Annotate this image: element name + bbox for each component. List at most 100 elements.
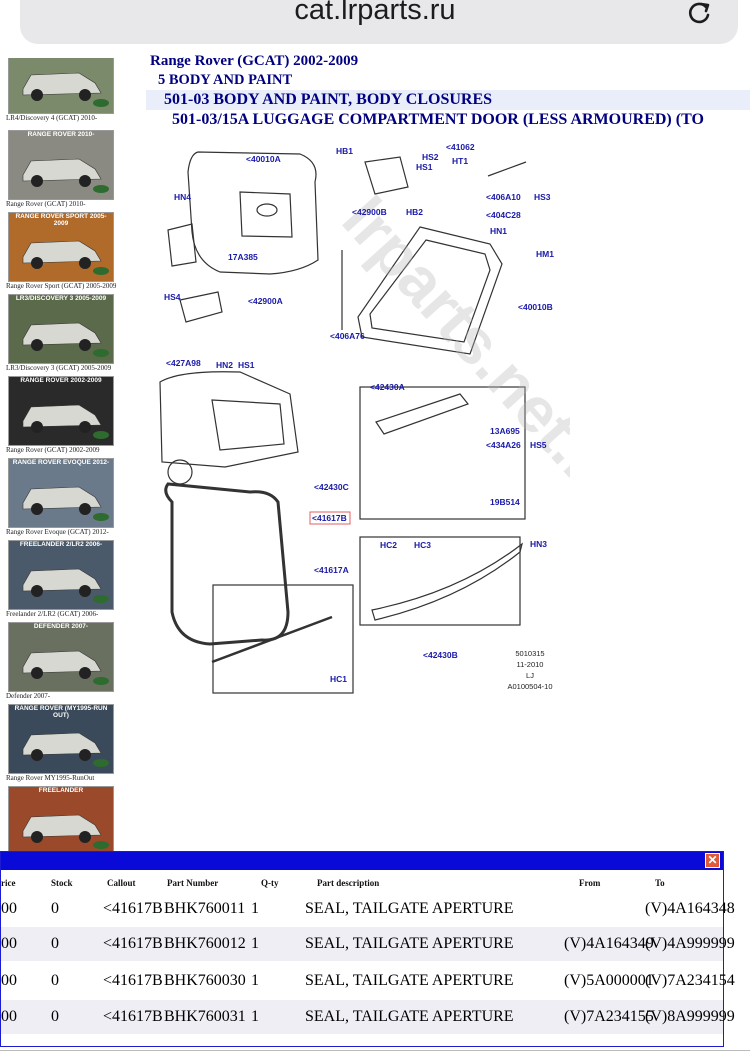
thumbnail-banner: RANGE ROVER (MY1995-RUN OUT) (14, 705, 108, 719)
sidebar-item-label[interactable]: Defender 2007- (6, 692, 51, 700)
diagram-callout[interactable]: <406A10 (486, 192, 521, 202)
model-thumbnail[interactable]: RANGE ROVER 2010- (8, 130, 114, 200)
cell-description: SEAL, TAILGATE APERTURE (305, 1008, 514, 1025)
thumbnail-banner: LR3/DISCOVERY 3 2005-2009 (15, 295, 107, 302)
cell-qty: 1 (251, 1008, 259, 1025)
diagram-callout[interactable]: HC2 (380, 540, 397, 550)
model-thumbnail[interactable]: RANGE ROVER SPORT 2005-2009 (8, 212, 114, 282)
diagram-callout[interactable]: <40010B (518, 302, 553, 312)
address-bar[interactable] (20, 0, 738, 44)
diagram-callout[interactable]: HS5 (530, 440, 547, 450)
col-header-qty: Q-ty (261, 878, 279, 888)
diagram-callout[interactable]: <427A98 (166, 358, 201, 368)
cell-price: 00 (1, 1008, 17, 1025)
model-thumbnail[interactable]: RANGE ROVER 2002-2009 (8, 376, 114, 446)
diagram-callout[interactable]: HB1 (336, 146, 353, 156)
model-thumbnail[interactable]: FREELANDER (8, 786, 114, 853)
model-thumbnail[interactable]: RANGE ROVER EVOQUE 2012- (8, 458, 114, 528)
diagram-callout[interactable]: <404C28 (486, 210, 521, 220)
diagram-callout[interactable]: HN4 (174, 192, 191, 202)
diagram-callout[interactable]: <41617A (314, 565, 349, 575)
sidebar-item-rr-2002[interactable]: RANGE ROVER 2002-2009 Range Rover (GCAT)… (6, 376, 128, 456)
cell-from: (V)5A000001 (564, 972, 654, 989)
diagram-callout[interactable]: HS1 (238, 360, 255, 370)
land-rover-logo-icon (93, 595, 109, 603)
table-row[interactable]: 00 0 <41617B BHK760011 1 SEAL, TAILGATE … (1, 892, 735, 926)
diagram-callout[interactable]: HN2 (216, 360, 233, 370)
diagram-callout[interactable]: HT1 (452, 156, 468, 166)
sidebar-item-rr-sport[interactable]: RANGE ROVER SPORT 2005-2009 Range Rover … (6, 212, 128, 292)
sidebar-item-freelander2[interactable]: FREELANDER 2/LR2 2006- Freelander 2/LR2 … (6, 540, 128, 620)
diagram-callout[interactable]: HC1 (330, 674, 347, 684)
land-rover-logo-icon (93, 513, 109, 521)
diagram-callout[interactable]: HN3 (530, 539, 547, 549)
sidebar-item-rr-1995[interactable]: RANGE ROVER (MY1995-RUN OUT) Range Rover… (6, 704, 128, 784)
model-thumbnail[interactable]: RANGE ROVER (MY1995-RUN OUT) (8, 704, 114, 774)
table-row[interactable]: 00 0 <41617B BHK760030 1 SEAL, TAILGATE … (1, 964, 735, 998)
sidebar-item-evoque[interactable]: RANGE ROVER EVOQUE 2012- Range Rover Evo… (6, 458, 128, 538)
diagram-callout[interactable]: <42900B (352, 207, 387, 217)
diagram-callout[interactable]: <41062 (446, 142, 475, 152)
car-image (9, 459, 113, 527)
col-header-price: rice (1, 878, 16, 888)
diagram-footer-code: 5010315 (515, 649, 544, 658)
diagram-callout[interactable]: 17A385 (228, 252, 258, 262)
diagram-callout[interactable]: HB2 (406, 207, 423, 217)
model-thumbnail[interactable]: FREELANDER 2/LR2 2006- (8, 540, 114, 610)
sidebar-item-label[interactable]: Range Rover MY1995-RunOut (6, 774, 95, 782)
sidebar-item-label[interactable]: Range Rover Sport (GCAT) 2005-2009 (6, 282, 117, 290)
table-row[interactable]: 00 0 <41617B BHK760031 1 SEAL, TAILGATE … (1, 1000, 735, 1034)
cell-description: SEAL, TAILGATE APERTURE (305, 900, 514, 917)
sidebar-item-label[interactable]: Range Rover (GCAT) 2010- (6, 200, 86, 208)
diagram-callout[interactable]: HS1 (416, 162, 433, 172)
parts-diagram[interactable]: lrparts.net.ru <40010AHB1HS2HS1<41062HT1… (150, 132, 570, 702)
diagram-callout[interactable]: HN1 (490, 226, 507, 236)
diagram-callout[interactable]: <434A26 (486, 440, 521, 450)
sidebar-item-label[interactable]: Range Rover Evoque (GCAT) 2012- (6, 528, 109, 536)
url-text[interactable]: cat.lrparts.ru (294, 0, 456, 26)
diagram-footer-code: A0100504-10 (507, 682, 552, 691)
cell-stock: 0 (51, 1008, 59, 1025)
diagram-callout[interactable]: <42430B (423, 650, 458, 660)
diagram-callout[interactable]: HS4 (164, 292, 181, 302)
model-thumbnail[interactable]: DEFENDER 2007- (8, 622, 114, 692)
diagram-callout[interactable]: <42900A (248, 296, 283, 306)
sidebar-item-label[interactable]: LR3/Discovery 3 (GCAT) 2005-2009 (6, 364, 112, 372)
diagram-callout[interactable]: <41617B (312, 513, 347, 523)
sidebar-item-label[interactable]: LR4/Discovery 4 (GCAT) 2010- (6, 114, 98, 122)
sidebar-item-label[interactable]: Freelander 2/LR2 (GCAT) 2006- (6, 610, 99, 618)
diagram-callout[interactable]: 19B514 (490, 497, 520, 507)
sidebar-item-label[interactable]: Range Rover (GCAT) 2002-2009 (6, 446, 100, 454)
diagram-callout[interactable]: HC3 (414, 540, 431, 550)
diagram-callout[interactable]: <40010A (246, 154, 281, 164)
sidebar-item-rr-2010[interactable]: RANGE ROVER 2010- Range Rover (GCAT) 201… (6, 130, 128, 210)
sidebar-item-lr3[interactable]: LR3/DISCOVERY 3 2005-2009 LR3/Discovery … (6, 294, 128, 374)
model-thumbnail[interactable]: LR3/DISCOVERY 3 2005-2009 (8, 294, 114, 364)
diagram-callout[interactable]: 13A695 (490, 426, 520, 436)
sidebar-item-lr4[interactable]: LR4/Discovery 4 (GCAT) 2010- (6, 58, 128, 124)
subgroup-highlight (146, 90, 750, 110)
cell-part-number[interactable]: BHK760012 (164, 935, 246, 952)
diagram-callout[interactable]: HM1 (536, 249, 554, 259)
col-header-callout: Callout (107, 878, 136, 888)
cell-callout: <41617B (103, 935, 163, 952)
sidebar-item-freelander[interactable]: FREELANDER (6, 786, 128, 853)
table-row[interactable]: 00 0 <41617B BHK760012 1 SEAL, TAILGATE … (1, 927, 735, 961)
diagram-callout[interactable]: <42430C (314, 482, 349, 492)
cell-part-number[interactable]: BHK760030 (164, 972, 246, 989)
cell-callout: <41617B (103, 1008, 163, 1025)
close-icon[interactable]: ✕ (705, 853, 720, 868)
diagram-callout[interactable]: HS3 (534, 192, 551, 202)
reload-icon[interactable] (684, 0, 714, 28)
sidebar-item-defender[interactable]: DEFENDER 2007- Defender 2007- (6, 622, 128, 702)
diagram-callout[interactable]: <406A76 (330, 331, 365, 341)
car-image (9, 131, 113, 199)
model-thumbnail[interactable] (8, 58, 114, 114)
car-image (9, 705, 113, 773)
cell-part-number[interactable]: BHK760031 (164, 1008, 246, 1025)
diagram-callout[interactable]: HS2 (422, 152, 439, 162)
col-header-from: From (579, 878, 601, 888)
cell-part-number[interactable]: BHK760011 (164, 900, 246, 917)
cell-callout: <41617B (103, 900, 163, 917)
diagram-callout[interactable]: <42430A (370, 382, 405, 392)
